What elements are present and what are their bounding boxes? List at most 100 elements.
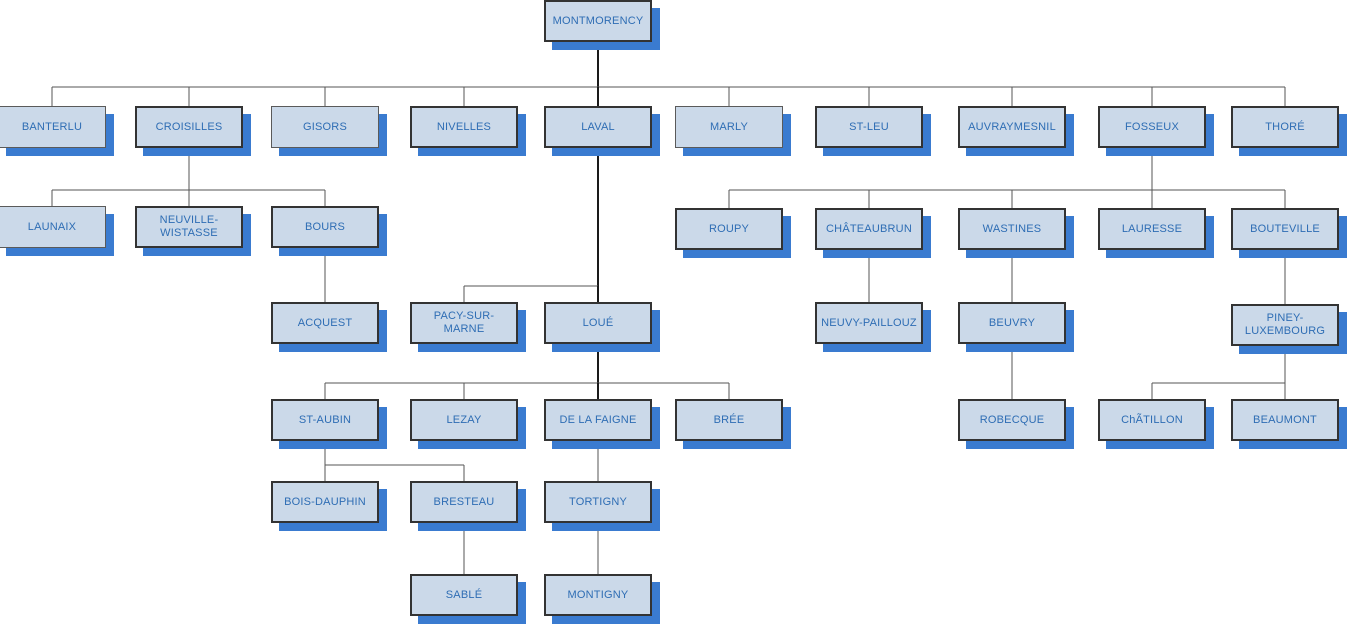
org-node-beaumont[interactable]: BEAUMONT (1231, 399, 1347, 449)
node-label: BRESTEAU (433, 495, 495, 508)
node-box[interactable]: NEUVILLE- WISTASSE (135, 206, 243, 248)
org-node-montigny[interactable]: MONTIGNY (544, 574, 660, 624)
org-node-thore[interactable]: THORÉ (1231, 106, 1347, 156)
node-box[interactable]: GISORS (271, 106, 379, 148)
node-box[interactable]: WASTINES (958, 208, 1066, 250)
node-box[interactable]: PACY-SUR-MARNE (410, 302, 518, 344)
node-label: MONTMORENCY (552, 14, 644, 27)
node-box[interactable]: ST-AUBIN (271, 399, 379, 441)
node-box[interactable]: ROUPY (675, 208, 783, 250)
org-node-st-aubin[interactable]: ST-AUBIN (271, 399, 387, 449)
node-box[interactable]: ROBECQUE (958, 399, 1066, 441)
node-box[interactable]: BOIS-DAUPHIN (271, 481, 379, 523)
node-box[interactable]: LEZAY (410, 399, 518, 441)
org-node-nivelles[interactable]: NIVELLES (410, 106, 526, 156)
node-box[interactable]: ST-LEU (815, 106, 923, 148)
org-node-gisors[interactable]: GISORS (271, 106, 387, 156)
node-box[interactable]: MONTIGNY (544, 574, 652, 616)
org-node-beuvry[interactable]: BEUVRY (958, 302, 1074, 352)
org-node-chateaubrun[interactable]: CHÂTEAUBRUN (815, 208, 931, 258)
node-label: NEUVY-PAILLOUZ (821, 316, 917, 329)
node-label: PINEY- LUXEMBOURG (1244, 312, 1326, 337)
node-label: CHÂTEAUBRUN (826, 222, 912, 235)
node-box[interactable]: BRESTEAU (410, 481, 518, 523)
node-label: LOUÉ (582, 316, 614, 329)
node-label: BANTERLU (21, 120, 83, 133)
node-box[interactable]: PINEY- LUXEMBOURG (1231, 304, 1339, 346)
node-box[interactable]: BEUVRY (958, 302, 1066, 344)
node-box[interactable]: ACQUEST (271, 302, 379, 344)
node-box[interactable]: LAUNAIX (0, 206, 106, 248)
node-label: SABLÉ (445, 588, 483, 601)
org-node-bouteville[interactable]: BOUTEVILLE (1231, 208, 1347, 258)
node-label: LAURESSE (1121, 222, 1183, 235)
org-node-piney-luxembourg[interactable]: PINEY- LUXEMBOURG (1231, 304, 1347, 354)
org-node-neuvy-paillouz[interactable]: NEUVY-PAILLOUZ (815, 302, 931, 352)
node-label: MARLY (709, 120, 749, 133)
org-node-montmorency[interactable]: MONTMORENCY (544, 0, 660, 50)
org-node-wastines[interactable]: WASTINES (958, 208, 1074, 258)
org-node-tortigny[interactable]: TORTIGNY (544, 481, 660, 531)
org-node-pacy-sur-marne[interactable]: PACY-SUR-MARNE (410, 302, 526, 352)
node-label: FOSSEUX (1125, 120, 1179, 133)
node-box[interactable]: FOSSEUX (1098, 106, 1206, 148)
node-box[interactable]: SABLÉ (410, 574, 518, 616)
node-box[interactable]: BOUTEVILLE (1231, 208, 1339, 250)
node-label: ACQUEST (297, 316, 353, 329)
org-node-bresteau[interactable]: BRESTEAU (410, 481, 526, 531)
org-node-st-leu[interactable]: ST-LEU (815, 106, 931, 156)
org-node-croisilles[interactable]: CROISILLES (135, 106, 251, 156)
node-label: BOURS (304, 220, 346, 233)
node-box[interactable]: THORÉ (1231, 106, 1339, 148)
org-node-bree[interactable]: BRÉE (675, 399, 791, 449)
node-box[interactable]: MARLY (675, 106, 783, 148)
node-label: BOIS-DAUPHIN (284, 495, 366, 508)
org-node-neuville-wistasse[interactable]: NEUVILLE- WISTASSE (135, 206, 251, 256)
org-node-loue[interactable]: LOUÉ (544, 302, 660, 352)
node-label: DE LA FAIGNE (559, 413, 637, 426)
node-box[interactable]: BRÉE (675, 399, 783, 441)
org-node-marly[interactable]: MARLY (675, 106, 791, 156)
org-node-chatillon[interactable]: ChÃTILLON (1098, 399, 1214, 449)
node-label: BRÉE (713, 413, 745, 426)
org-node-de-la-faigne[interactable]: DE LA FAIGNE (544, 399, 660, 449)
org-node-roupy[interactable]: ROUPY (675, 208, 791, 258)
node-box[interactable]: BOURS (271, 206, 379, 248)
org-node-fosseux[interactable]: FOSSEUX (1098, 106, 1214, 156)
node-label: GISORS (303, 120, 347, 133)
node-box[interactable]: MONTMORENCY (544, 0, 652, 42)
node-box[interactable]: LAURESSE (1098, 208, 1206, 250)
org-node-auvraymesnil[interactable]: AUVRAYMESNIL (958, 106, 1074, 156)
node-box[interactable]: CROISILLES (135, 106, 243, 148)
org-node-acquest[interactable]: ACQUEST (271, 302, 387, 352)
node-box[interactable]: NIVELLES (410, 106, 518, 148)
org-node-lezay[interactable]: LEZAY (410, 399, 526, 449)
org-node-sable[interactable]: SABLÉ (410, 574, 526, 624)
node-label: PACY-SUR-MARNE (433, 310, 495, 335)
node-label: LAVAL (581, 120, 615, 133)
node-label: AUVRAYMESNIL (968, 120, 1056, 133)
org-node-robecque[interactable]: ROBECQUE (958, 399, 1074, 449)
org-node-bois-dauphin[interactable]: BOIS-DAUPHIN (271, 481, 387, 531)
node-box[interactable]: TORTIGNY (544, 481, 652, 523)
node-box[interactable]: BANTERLU (0, 106, 106, 148)
node-label: BEAUMONT (1253, 413, 1317, 426)
node-box[interactable]: ChÃTILLON (1098, 399, 1206, 441)
node-label: ST-LEU (849, 120, 889, 133)
org-node-banterlu[interactable]: BANTERLU (0, 106, 114, 156)
org-node-launaix[interactable]: LAUNAIX (0, 206, 114, 256)
node-label: TORTIGNY (568, 495, 628, 508)
node-box[interactable]: CHÂTEAUBRUN (815, 208, 923, 250)
org-node-bours[interactable]: BOURS (271, 206, 387, 256)
org-node-lauresse[interactable]: LAURESSE (1098, 208, 1214, 258)
node-box[interactable]: BEAUMONT (1231, 399, 1339, 441)
node-box[interactable]: LOUÉ (544, 302, 652, 344)
node-box[interactable]: LAVAL (544, 106, 652, 148)
node-box[interactable]: NEUVY-PAILLOUZ (815, 302, 923, 344)
node-box[interactable]: AUVRAYMESNIL (958, 106, 1066, 148)
node-box[interactable]: DE LA FAIGNE (544, 399, 652, 441)
node-label: BEUVRY (988, 316, 1036, 329)
org-node-laval[interactable]: LAVAL (544, 106, 660, 156)
